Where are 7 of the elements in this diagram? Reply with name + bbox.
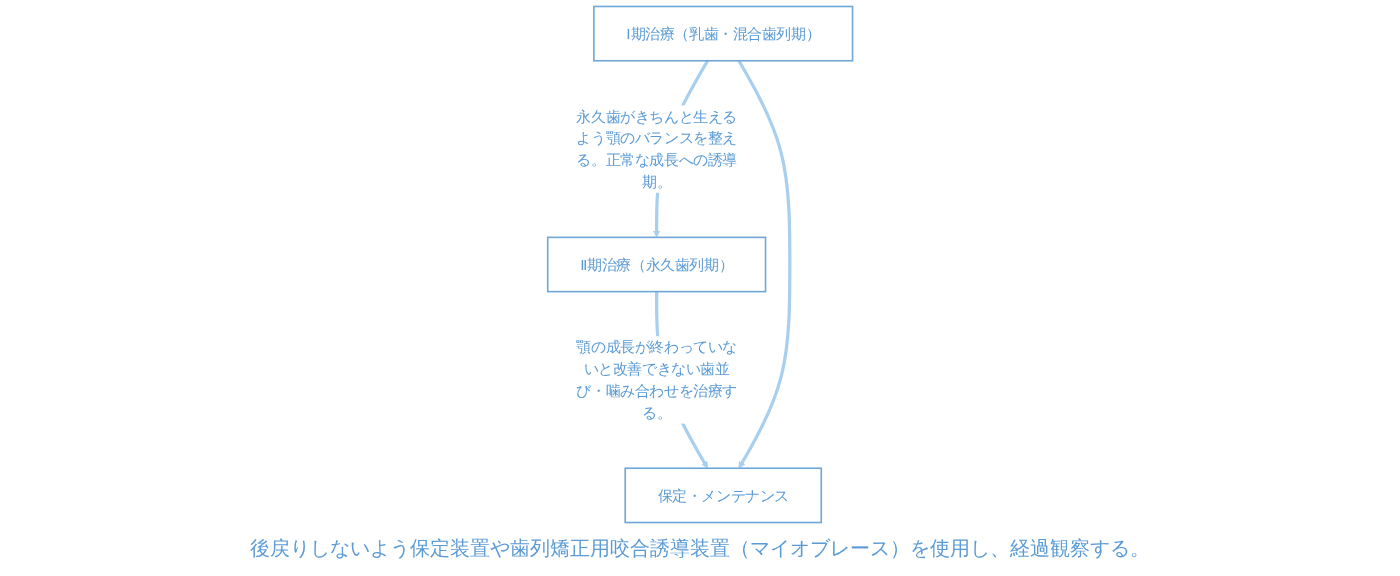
node-box: Ⅰ期治療（乳歯・混合歯列期） <box>592 5 854 62</box>
edge-label: 永久歯がきちんと生えるよう顎のバランスを整える。正常な成長への誘導期。 <box>576 107 737 191</box>
note-text: 後戻りしないよう保定装置や歯列矯正用咬合誘導装置（マイオブレース）を使用し、経過観察する。 <box>250 535 1150 562</box>
node-box: Ⅱ期治療（永久歯列期） <box>546 236 767 293</box>
arrow <box>737 59 792 469</box>
node-box: 保定・メンテナンス <box>624 467 822 524</box>
edge-label: 顎の成長が終わっていないと改善できない歯並び・噛み合わせを治療する。 <box>576 338 737 422</box>
